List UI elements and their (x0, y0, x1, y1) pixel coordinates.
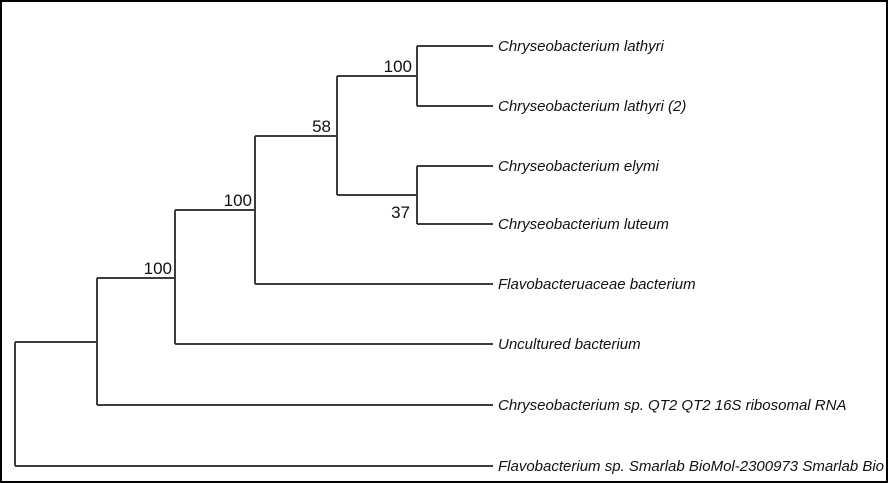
bootstrap-support-label: 58 (312, 117, 331, 136)
taxon-label: Flavobacterium sp. Smarlab BioMol-230097… (498, 458, 884, 475)
taxon-label: Chryseobacterium lathyri (2) (498, 98, 686, 115)
taxon-label: Chryseobacterium lathyri (498, 38, 665, 55)
bootstrap-support-label: 100 (224, 191, 252, 210)
bootstrap-support-label: 100 (144, 259, 172, 278)
bootstrap-support-label: 37 (391, 203, 410, 222)
bootstrap-support-label: 100 (384, 57, 412, 76)
taxon-label: Chryseobacterium elymi (498, 158, 660, 175)
taxon-label: Uncultured bacterium (498, 336, 641, 353)
taxon-label: Chryseobacterium sp. QT2 QT2 16S ribosom… (498, 397, 846, 414)
taxon-label: Chryseobacterium luteum (498, 216, 669, 233)
taxon-label: Flavobacteruaceae bacterium (498, 276, 696, 293)
